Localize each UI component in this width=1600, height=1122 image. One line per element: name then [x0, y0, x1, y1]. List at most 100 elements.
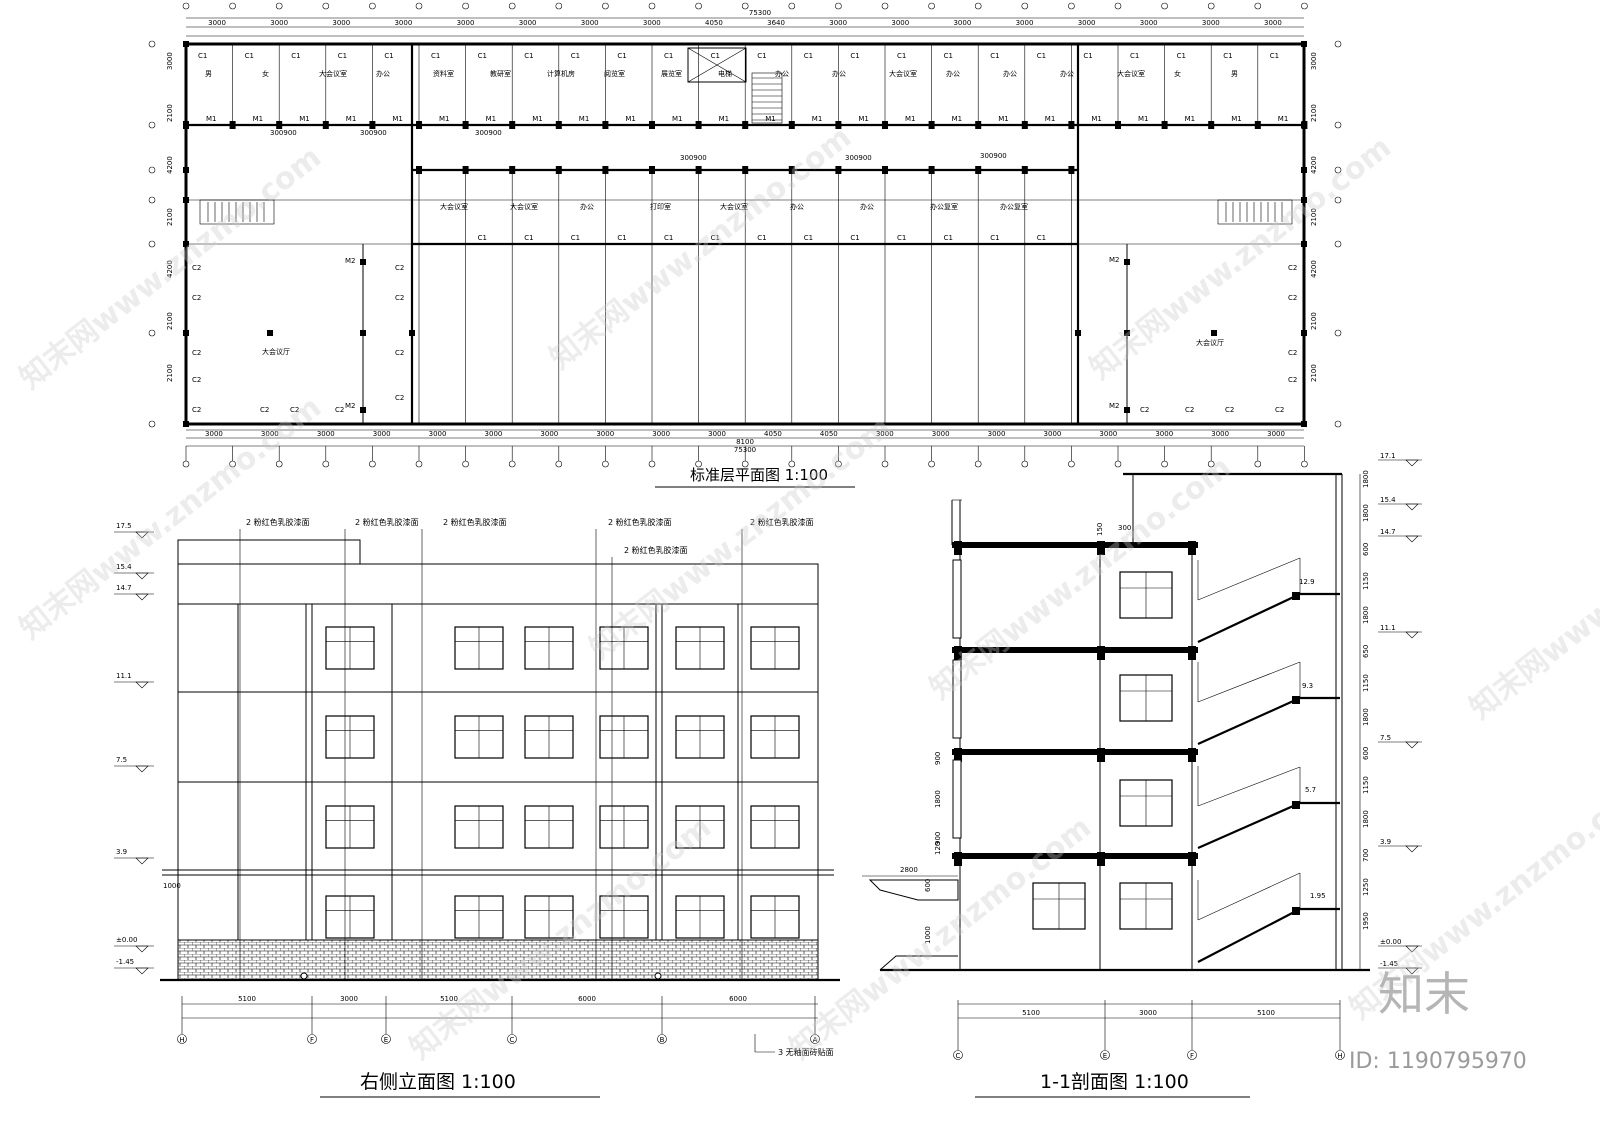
plan-door-tag: M1	[486, 115, 497, 123]
plan-axis-bubble	[555, 460, 563, 468]
plan-top-dim: 3000	[829, 19, 847, 27]
plan-door-tag: M1	[1045, 115, 1056, 123]
section-floor-slabs	[952, 541, 1198, 866]
plan-title: 标准层平面图 1:100	[690, 466, 828, 484]
section-windows	[952, 559, 1173, 930]
section-vertical-dim: 1800	[1362, 810, 1370, 828]
elevation-level-triangle	[135, 967, 149, 975]
plan-axis-markers	[148, 2, 1342, 468]
plan-door-tag: M2	[1109, 402, 1120, 410]
plan-column	[1068, 166, 1075, 174]
plan-stair-east	[1217, 199, 1293, 225]
plan-axis-bubble-top	[369, 2, 376, 10]
plan-axis-bubble	[1301, 460, 1308, 468]
section-parapet-dim: 150	[1096, 523, 1104, 536]
plan-column	[360, 407, 366, 413]
plan-window-tag: C1	[944, 52, 953, 60]
plan-axis-bubble	[1161, 460, 1168, 468]
elevation-bay-dim: 6000	[729, 995, 747, 1003]
plan-column	[649, 121, 655, 129]
elevation-level-triangle	[135, 531, 149, 539]
plan-dim-note: 300900	[360, 129, 387, 137]
section-side-window	[952, 759, 962, 839]
plan-rooms-north: 男女大会议室办公资料室教研室计算机房阅览室展览室电梯办公办公大会议室办公办公办公…	[205, 69, 1238, 78]
plan-side-dim-left: 4200	[166, 260, 174, 278]
plan-column	[369, 121, 376, 129]
section-left-dim: 1000	[924, 926, 932, 944]
section-stair-flight	[1197, 696, 1340, 746]
plan-column	[1301, 241, 1307, 247]
section-stair-flight	[1197, 907, 1340, 963]
plan-column	[1161, 121, 1168, 129]
plan-window-tag: C1	[711, 234, 720, 242]
plan-door-tag: M1	[625, 115, 636, 123]
elevation-level-value: 15.4	[116, 563, 132, 571]
section-beam	[954, 541, 962, 555]
elevation-level-triangle	[135, 681, 149, 689]
plan-top-dim: 3000	[643, 19, 661, 27]
plan-window-tag: C2	[1288, 349, 1297, 357]
plan-axis-bubble	[1254, 460, 1262, 468]
plan-door-tag: M1	[439, 115, 450, 123]
section-stair-level-marks: 12.99.35.71.95	[1299, 578, 1326, 900]
plan-side-dim-right: 3000	[1310, 52, 1318, 70]
plan-bottom-dim: 4050	[764, 430, 782, 438]
elevation-level-value: 17.5	[116, 522, 132, 530]
plan-axis-bubble-left	[148, 420, 156, 428]
plan-window-tag: C1	[431, 52, 440, 60]
elevation-axis-label: B	[660, 1036, 665, 1044]
section-title: 1-1剖面图 1:100	[1040, 1071, 1189, 1093]
section-axis-bubble	[953, 1050, 963, 1060]
section-vertical-dim: 700	[1362, 849, 1370, 862]
plan-bottom-dim: 3000	[1267, 430, 1285, 438]
section-entrance-canopy: 2800	[862, 866, 959, 971]
plan-room-label-south: 办公复室	[930, 202, 958, 211]
plan-side-dim-left: 2100	[166, 364, 174, 382]
plan-column	[928, 121, 935, 129]
watermark-text: 知末网www.znzmo.com	[923, 450, 1238, 707]
plan-top-dim: 4050	[705, 19, 723, 27]
section-stair-rail	[1197, 558, 1301, 600]
plan-column	[555, 121, 562, 129]
section-axis-label: E	[1103, 1052, 1107, 1060]
section-stair-upper-flight	[1197, 661, 1301, 703]
plan-room-label-north: 男	[205, 70, 212, 78]
plan-axis-bubble	[928, 460, 935, 468]
section-level-triangle	[1405, 535, 1419, 543]
plan-axis-bubble-top	[415, 2, 423, 10]
plan-side-dim-right: 2100	[1310, 104, 1318, 122]
plan-top-dim: 3000	[1140, 19, 1158, 27]
elevation-level-value: 7.5	[116, 756, 127, 764]
plan-window-tag: C2	[395, 394, 404, 402]
section-level-triangle	[1405, 459, 1419, 467]
plan-column	[462, 166, 469, 174]
plan-mid-dim: 8100	[736, 438, 754, 446]
elevation-material-note: 2 粉红色乳胶漆面	[443, 517, 507, 527]
canopy-dim: 2800	[900, 866, 918, 874]
section-stair-flight	[1197, 801, 1340, 850]
plan-window-tag: C1	[571, 52, 580, 60]
plan-axis-bubble-left	[148, 196, 156, 204]
plan-door-tag: M1	[952, 115, 963, 123]
plan-bottom-dim: 3000	[540, 430, 558, 438]
plan-window-tag: C1	[478, 234, 487, 242]
plan-side-dim-right: 2100	[1310, 364, 1318, 382]
plan-axis-bubble-top	[602, 2, 609, 10]
plan-window-tag: C1	[524, 52, 533, 60]
plan-bottom-dim: 3000	[1155, 430, 1173, 438]
plan-room-label-north: 男	[1231, 70, 1238, 78]
plan-axis-bubble-right	[1334, 240, 1342, 248]
plan-room-label-north: 办公	[1003, 69, 1017, 78]
plan-door-tag: M2	[345, 257, 356, 265]
plan-side-dim-right: 2100	[1310, 208, 1318, 226]
plan-window-tag: C2	[192, 264, 201, 272]
section-left-dim: 600	[924, 879, 932, 892]
plan-axis-bubble-top	[508, 2, 516, 10]
section-vertical-dim: 1250	[1362, 878, 1370, 896]
section-stair-level: 12.9	[1299, 578, 1315, 586]
